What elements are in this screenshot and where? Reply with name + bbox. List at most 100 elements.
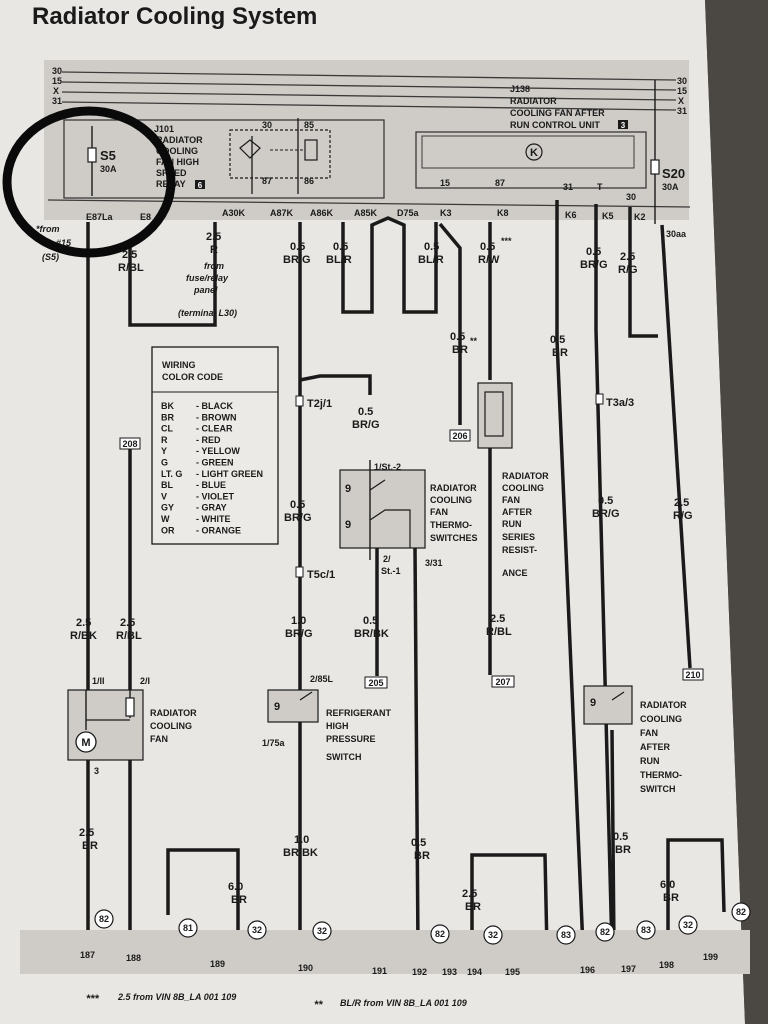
reference-boxes: 208 206 205 207 210 [119,429,704,689]
legend-color-9: - GRAY [196,503,227,513]
bus-lines [61,71,677,111]
ground-circle [678,915,698,935]
thermo-desc-4: THERMO- [430,520,472,530]
thermo-symbol-2: 9 [345,519,351,531]
wire-rg-right-color: R/G [673,510,693,522]
pressure-desc-4: SWITCH [326,752,362,762]
after-thermo-desc-1: RADIATOR [640,700,687,710]
legend-color-8: - VIOLET [196,491,235,501]
thermo-pin-1: 1/St.-2 [374,462,401,472]
ground-circle [247,920,267,940]
bus-label-30: 30 [52,66,62,76]
thermo-pin-3: 3/31 [425,558,443,568]
j138-pin-30: 30 [626,192,636,202]
pressure-pin-2: 1/75a [262,738,286,748]
t3a-label: T3a/3 [606,397,634,409]
wire-br-05b-color: BR [615,844,631,856]
resist-desc-2: COOLING [502,483,544,493]
wire-br-k3-mark: ** [470,336,478,346]
bus-labels-left: 30 15 X 31 [52,66,62,106]
legend-color-11: - ORANGE [196,525,241,535]
ref-206: 206 [452,431,467,441]
wire-brg-left-gauge: 0.5 [290,499,305,511]
pressure-desc-1: REFRIGERANT [326,708,392,718]
wire-br-fan-color: BR [82,840,98,852]
legend-code-4: Y [161,446,167,456]
wire-rw-gauge: 0.5 [480,241,495,253]
ground-circle [430,924,450,944]
wire-brg-left-color: BR/G [284,512,312,524]
legend-code-2: CL [161,424,173,434]
wire-paths [86,200,726,951]
footnote-b-mark: ** [314,999,323,1011]
connector-k8: K8 [497,208,509,218]
fan-desc-2: COOLING [150,721,192,731]
fan-pin-3: 3 [94,766,99,776]
wire-brbk-10-color: BR/BK [283,847,318,859]
bus-label-15-right: 15 [677,86,687,96]
bus-labels-right: 30 15 X 31 [677,76,687,116]
footnote-a-mark: *** [86,993,100,1005]
position-label: 197 [621,964,636,974]
ref-210: 210 [685,670,700,680]
pressure-pin-1: 2/85L [310,674,334,684]
wire-br-k3-color: BR [452,344,468,356]
legend-title-2: COLOR CODE [162,372,223,382]
pressure-symbol: 9 [274,701,280,713]
wire-br-k6-color: BR [552,347,568,359]
j138-pin-31: 31 [563,182,573,192]
connector-labels: E87La E8 A30K A87K A86K A85K D75a K3 K8 … [86,208,687,239]
wire-rg-gauge: 2.5 [620,251,635,263]
ground-label: 32 [252,925,262,935]
thermo-desc-1: RADIATOR [430,483,477,493]
after-thermo-desc-3: FAN [640,728,658,738]
t2j-label: T2j/1 [307,398,332,410]
ground-circle [731,902,751,922]
position-label: 195 [505,967,520,977]
wire-rbl-low-color: R/BL [116,630,142,642]
bus-band [44,60,689,220]
after-run-thermo-switch: 9 RADIATOR COOLING FAN AFTER RUN THERMO-… [583,685,687,794]
connector-k3: K3 [440,208,452,218]
fan-motor-symbol: M [81,737,90,749]
cooling-fan: M 1/II 2/I 3 RADIATOR COOLING FAN [67,676,197,776]
connector-k6: K6 [565,210,577,220]
thermo-switches: 9 9 1/St.-2 2/ St.-1 3/31 RADIATOR COOLI… [339,460,478,576]
legend-color-6: - LIGHT GREEN [196,469,263,479]
legend-code-8: V [161,491,167,501]
wire-br-60a-gauge: 6.0 [228,881,243,893]
ground-label: 83 [561,930,571,940]
thermo-desc-5: SWITCHES [430,533,478,543]
after-thermo-symbol: 9 [590,697,596,709]
connector-row-line [47,199,691,208]
wire-brg-10-color: BR/G [285,628,313,640]
wire-brg-10-gauge: 1.0 [291,615,306,627]
wire-rg-color: R/G [618,264,638,276]
t-connectors: T2j/1 T5c/1 T3a/3 [295,393,634,581]
wire-brbk-05-gauge: 0.5 [363,615,378,627]
fan-pin-2: 2/I [140,676,150,686]
connector-a86k: A86K [310,208,334,218]
wire-rbl-gauge: 2.5 [122,249,137,261]
relay-desc-2: COOLING [156,146,198,156]
ground-label: 82 [600,927,610,937]
wire-br-05b-gauge: 0.5 [613,831,628,843]
wire-br-k6-gauge: 0.5 [550,334,565,346]
fuse-s5-rating: 30A [100,164,117,174]
fan-desc-1: RADIATOR [150,708,197,718]
ground-circle [178,918,198,938]
position-label: 190 [298,963,313,973]
thermo-pin-2: 2/ [383,554,391,564]
j138-badge: 3 [621,121,626,130]
legend-color-1: - BROWN [196,412,237,422]
ground-label: 81 [183,923,193,933]
thermo-desc-3: FAN [430,507,448,517]
resist-desc-8: ANCE [502,568,528,578]
legend-code-7: BL [161,480,173,490]
legend-title-1: WIRING [162,360,196,370]
wire-rbk-color: R/BK [70,630,97,642]
wire-br-05a-gauge: 0.5 [411,837,426,849]
wire-br-60b-color: BR [663,892,679,904]
after-thermo-desc-6: THERMO- [640,770,682,780]
